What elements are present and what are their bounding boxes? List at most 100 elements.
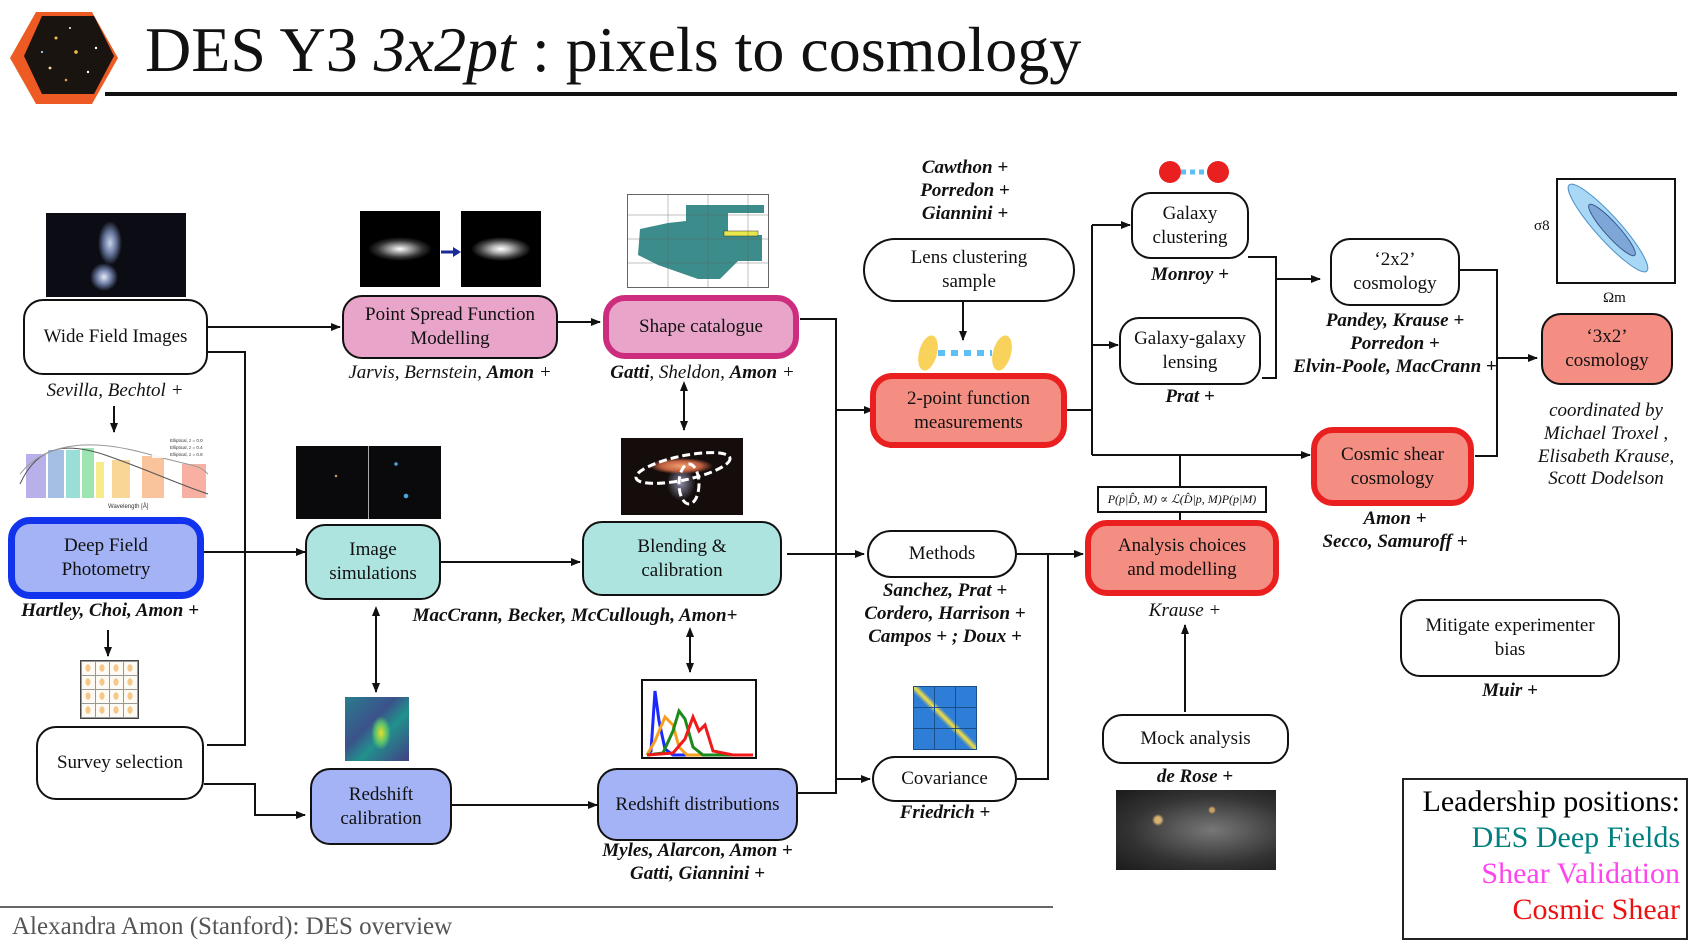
footprint-map-icon [628,195,768,287]
title-underline [105,92,1677,96]
node-wide-field-images[interactable]: Wide Field Images [23,299,208,375]
footer-rule [0,906,1053,908]
des-hexagon-logo-icon [10,12,118,104]
credit-lens-sample: Cawthon +Porredon +Giannini + [920,157,1010,224]
image-sims-comparison [296,446,441,519]
node-label: Redshift distributions [615,793,780,815]
redshift-calibration-map [345,697,409,761]
node-blending-calibration[interactable]: Blending &calibration [582,521,782,596]
page-title: DES Y3 3x2pt : pixels to cosmology [145,18,1081,82]
credit-image-sims: MacCrann, Becker, McCullough, Amon+ [412,605,738,626]
redshift-distributions-plot [641,679,757,759]
psf-galaxy-image-raw [360,211,440,287]
filter-throughput-plot: Wavelength [Å] Elliptical, z = 0.0 Ellip… [8,434,216,510]
wire-cov-to-analysis [1017,554,1049,780]
clustering-pair-icon [1158,159,1230,185]
node-label: Blending &calibration [637,535,727,581]
mock-simulation-image [1116,790,1276,870]
arrow-nz-to-cov [798,775,871,794]
filter-curves-icon: Wavelength [Å] Elliptical, z = 0.0 Ellip… [19,436,212,510]
node-label: ‘3x2’cosmology [1565,326,1649,371]
credit-blinding: Muir + [1482,680,1538,701]
node-shape-catalogue[interactable]: Shape catalogue [603,295,799,359]
des-logo [6,8,122,112]
credit-analysis: Krause + [1148,600,1222,621]
node-covariance[interactable]: Covariance [872,756,1017,802]
credit-covariance: Friedrich + [899,802,991,823]
node-label: Mock analysis [1140,728,1251,750]
footer-text: Alexandra Amon (Stanford): DES overview [12,913,453,940]
node-label: Covariance [901,768,988,790]
title-main: DES Y3 [145,14,374,85]
wire-clustering-to-2x2 [1248,256,1277,379]
legend-title: Leadership positions: [1422,785,1680,818]
balrog-grid-image [80,660,139,719]
psf-arrow-icon [441,244,461,257]
node-label: ‘2x2’cosmology [1353,249,1437,294]
wire-2x2-to-3x2 [1460,269,1498,457]
contour-plot-ylabel: σ8 [1534,218,1550,234]
node-redshift-distributions[interactable]: Redshift distributions [597,768,798,841]
node-survey-selection[interactable]: Survey selection [36,726,204,800]
title-italic: 3x2pt [373,14,516,85]
dashed-outline-icon [634,451,732,506]
credit-2x2: Pandey, Krause +Porredon +Elvin-Poole, M… [1293,310,1497,377]
node-mock-analysis[interactable]: Mock analysis [1102,714,1289,764]
title-rest: : pixels to cosmology [515,14,1082,85]
divider [368,446,369,519]
blending-galaxy-image [621,438,743,515]
shear-pair-icon [914,333,1016,373]
filter-legend-0: Elliptical, z = 0.0 [170,438,203,443]
credit-mock: de Rose + [1156,766,1234,787]
node-3x2-cosmology[interactable]: ‘3x2’cosmology [1541,313,1673,385]
credit-cosmic-shear: Amon +Secco, Samuroff + [1322,508,1468,552]
psf-galaxy-image-smooth [461,211,541,287]
wide-field-image [46,213,186,297]
credit-galaxy-clustering: Monroy + [1151,264,1229,285]
contour-ellipses-icon [1567,183,1649,273]
covariance-matrix-image [913,686,977,750]
filter-plot-xlabel: Wavelength [Å] [108,503,149,510]
node-2x2-cosmology[interactable]: ‘2x2’cosmology [1330,238,1460,306]
credit-methods: Sanchez, Prat +Cordero, Harrison +Campos… [864,580,1026,647]
wire-shape-trunk [800,318,837,793]
nz-curves-icon [645,690,753,757]
wire-wide-trunk [207,351,246,746]
credit-psf: Jarvis, Bernstein, Amon + [348,362,552,383]
ellipse-pair-icon [918,335,1012,371]
legend-item-shear-validation: Shear Validation [1481,857,1680,890]
shape-catalogue-footprint-map [627,194,769,288]
filter-legend-2: Elliptical, z = 0.8 [170,452,203,457]
credit-shape-catalogue: Gatti, Sheldon, Amon + [610,362,795,383]
legend-item-cosmic-shear: Cosmic Shear [1512,893,1680,926]
contour-plot-xlabel: Ωm [1603,290,1626,306]
credit-deep-field: Hartley, Choi, Amon + [21,600,199,621]
node-methods[interactable]: Methods [867,530,1017,578]
node-label: Shape catalogue [639,316,763,338]
leadership-legend: Leadership positions: DES Deep Fields Sh… [1402,778,1688,940]
